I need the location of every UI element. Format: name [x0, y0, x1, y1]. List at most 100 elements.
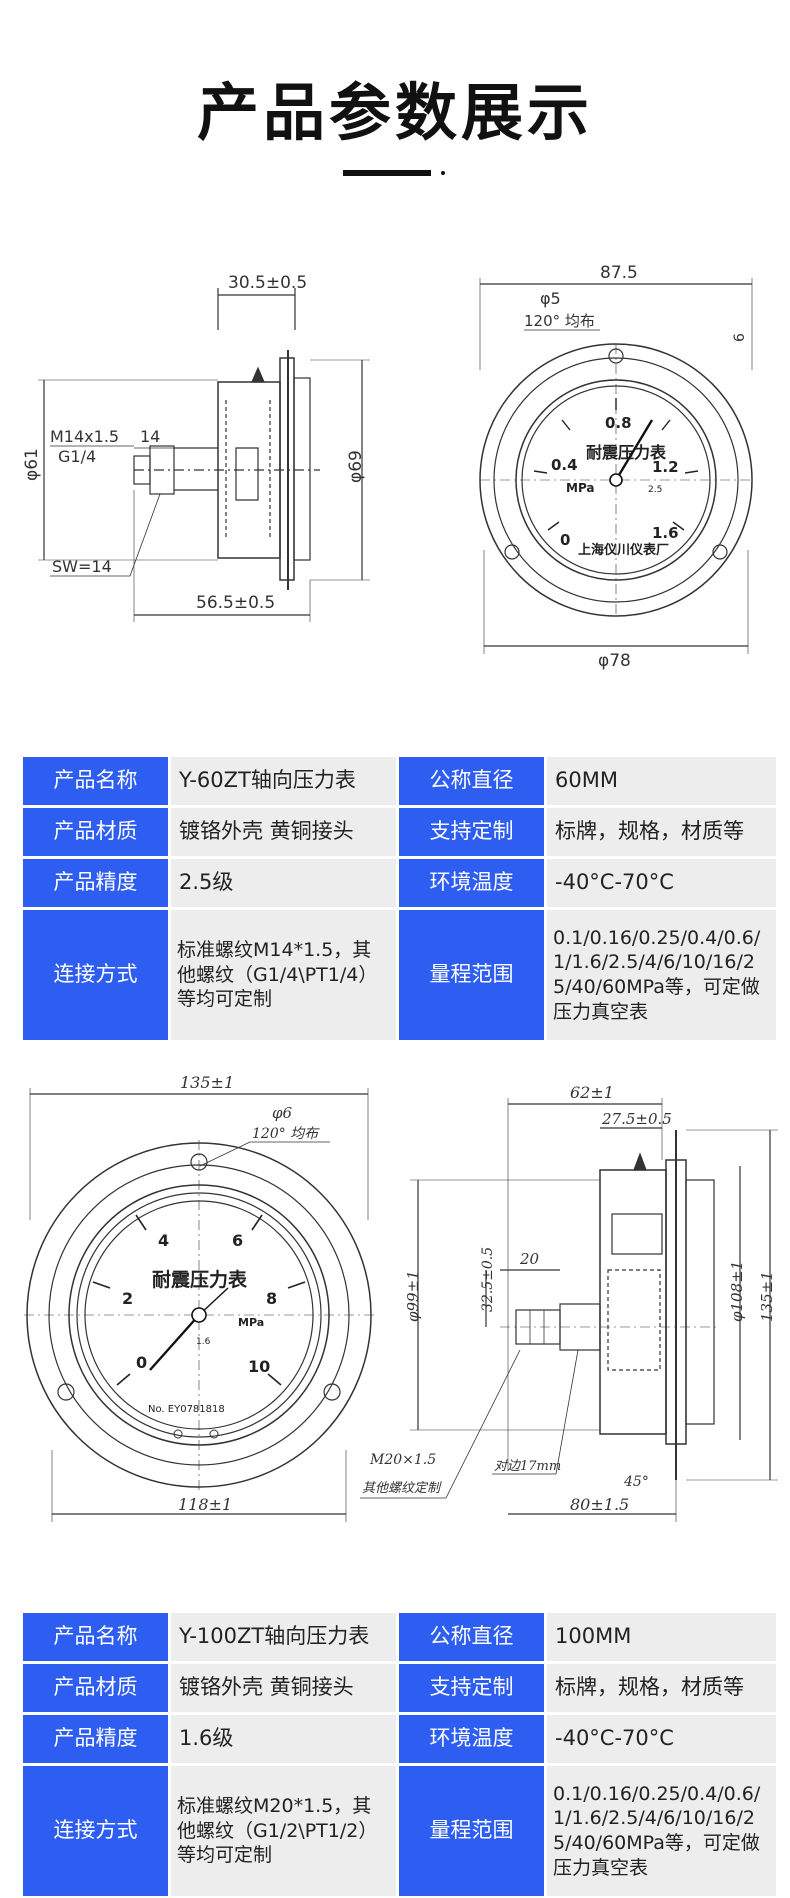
dim-depth: 27.5±0.5: [601, 1110, 672, 1128]
dim-offset: 6: [732, 333, 748, 342]
key-cell: 量程范围: [399, 1766, 544, 1896]
table-row: 连接方式 标准螺纹M14*1.5，其他螺纹（G1/4\PT1/4）等均可定制 量…: [23, 910, 776, 1040]
drawing-y100: 135±1 φ6 120° 均布 0 2 4 6 8 10 耐震压力表 MPa …: [0, 1070, 790, 1550]
value-cell: 标牌，规格，材质等: [547, 808, 776, 856]
table-row: 产品精度 1.6级 环境温度 -40°C-70°C: [23, 1715, 776, 1763]
value-cell: 0.1/0.16/0.25/0.4/0.6/1/1.6/2.5/4/6/10/1…: [547, 910, 776, 1040]
key-cell: 环境温度: [399, 859, 544, 907]
dial-title: 耐震压力表: [586, 443, 667, 462]
dim-top: 135±1: [180, 1073, 234, 1092]
dim-right-dia: φ69: [346, 450, 366, 483]
table-row: 产品名称 Y-60ZT轴向压力表 公称直径 60MM: [23, 757, 776, 805]
dim-inner-dia: φ108±1: [728, 1261, 746, 1322]
value-cell: 镀铬外壳 黄铜接头: [171, 808, 396, 856]
dim-wrench: SW=14: [52, 557, 112, 576]
dim-top: 62±1: [570, 1083, 614, 1102]
key-cell: 支持定制: [399, 1664, 544, 1712]
dim-center: 32.5±0.5: [480, 1247, 496, 1312]
spec-table-y60: 产品名称 Y-60ZT轴向压力表 公称直径 60MM 产品材质 镀铬外壳 黄铜接…: [20, 754, 779, 1043]
dim-thread-alt: 其他螺纹定制: [362, 1480, 442, 1496]
key-cell: 产品名称: [23, 1613, 168, 1661]
scale-3: 1.2: [652, 458, 679, 476]
technical-drawing-y100: 135±1 φ6 120° 均布 0 2 4 6 8 10 耐震压力表 MPa …: [24, 1073, 778, 1522]
dim-angle: 45°: [623, 1474, 649, 1490]
dial-unit: MPa: [566, 481, 595, 495]
key-cell: 支持定制: [399, 808, 544, 856]
scale-4: 1.6: [652, 524, 679, 542]
dim-thread: M20×1.5: [369, 1452, 436, 1468]
key-cell: 公称直径: [399, 1613, 544, 1661]
accuracy-mark: 1.6: [196, 1337, 211, 1347]
dim-bottom: 118±1: [178, 1495, 232, 1514]
front-view-y60: 87.5 φ5 120° 均布 6 0 0.4 0.8 1.2 1.6 耐震压力…: [479, 263, 753, 671]
holes-note: 120° 均布: [524, 312, 595, 330]
dim-left-dia: φ99±1: [404, 1270, 422, 1322]
title-underline: [343, 170, 431, 176]
dim-width: 87.5: [600, 263, 638, 283]
scale-0: 0: [560, 531, 570, 549]
scale-6: 6: [232, 1231, 243, 1250]
scale-2: 2: [122, 1289, 133, 1308]
value-cell: Y-60ZT轴向压力表: [171, 757, 396, 805]
value-cell: Y-100ZT轴向压力表: [171, 1613, 396, 1661]
dim-left-dia: φ61: [22, 448, 42, 481]
key-cell: 公称直径: [399, 757, 544, 805]
title-dot: [441, 171, 445, 175]
dial-maker: 上海仪川仪表厂: [578, 542, 669, 558]
value-cell: 标准螺纹M14*1.5，其他螺纹（G1/4\PT1/4）等均可定制: [171, 910, 396, 1040]
value-cell: 镀铬外壳 黄铜接头: [171, 1664, 396, 1712]
dial-title: 耐震压力表: [152, 1268, 248, 1291]
dim-hole: φ5: [540, 289, 561, 308]
key-cell: 产品材质: [23, 1664, 168, 1712]
table-row: 产品材质 镀铬外壳 黄铜接头 支持定制 标牌，规格，材质等: [23, 1664, 776, 1712]
scale-0: 0: [136, 1353, 147, 1372]
table-row: 产品材质 镀铬外壳 黄铜接头 支持定制 标牌，规格，材质等: [23, 808, 776, 856]
page-title: 产品参数展示: [196, 76, 593, 149]
holes-note: 120° 均布: [252, 1126, 320, 1142]
key-cell: 产品材质: [23, 808, 168, 856]
key-cell: 连接方式: [23, 1766, 168, 1896]
accuracy-mark: 2.5: [648, 485, 662, 495]
dim-thread: M14x1.5: [50, 427, 119, 446]
scale-4: 4: [158, 1231, 169, 1250]
scale-8: 8: [266, 1289, 277, 1308]
dim-bottom: 80±1.5: [570, 1495, 629, 1514]
key-cell: 环境温度: [399, 1715, 544, 1763]
dim-stem: 20: [519, 1250, 540, 1268]
value-cell: -40°C-70°C: [547, 859, 776, 907]
dim-bottom-dia: φ78: [598, 651, 631, 671]
table-row: 连接方式 标准螺纹M20*1.5，其他螺纹（G1/2\PT1/2）等均可定制 量…: [23, 1766, 776, 1896]
key-cell: 产品精度: [23, 1715, 168, 1763]
dim-outer-dia: 135±1: [758, 1271, 776, 1322]
value-cell: -40°C-70°C: [547, 1715, 776, 1763]
side-view-y100: 62±1 27.5±0.5 φ99±1 32.5±0.5 20 φ108±1 1…: [360, 1083, 778, 1522]
technical-drawing-y60: 30.5±0.5 φ61 φ69 M14x1.5 G1/4 14 SW=14: [22, 263, 753, 671]
scale-10: 10: [248, 1357, 270, 1376]
dim-bottom: 56.5±0.5: [196, 593, 275, 613]
front-view-y100: 135±1 φ6 120° 均布 0 2 4 6 8 10 耐震压力表 MPa …: [24, 1073, 374, 1522]
spec-table-y100: 产品名称 Y-100ZT轴向压力表 公称直径 100MM 产品材质 镀铬外壳 黄…: [20, 1610, 779, 1898]
side-view-y60: 30.5±0.5 φ61 φ69 M14x1.5 G1/4 14 SW=14: [22, 273, 370, 622]
value-cell: 1.6级: [171, 1715, 396, 1763]
table-row: 产品名称 Y-100ZT轴向压力表 公称直径 100MM: [23, 1613, 776, 1661]
value-cell: 标准螺纹M20*1.5，其他螺纹（G1/2\PT1/2）等均可定制: [171, 1766, 396, 1896]
dim-thread-alt: G1/4: [58, 447, 96, 466]
key-cell: 产品名称: [23, 757, 168, 805]
value-cell: 60MM: [547, 757, 776, 805]
drawing-y60: 30.5±0.5 φ61 φ69 M14x1.5 G1/4 14 SW=14: [0, 250, 790, 680]
scale-1: 0.4: [551, 456, 578, 474]
dial-serial: No. EY0781818: [148, 1404, 225, 1415]
scale-2: 0.8: [605, 414, 632, 432]
value-cell: 0.1/0.16/0.25/0.4/0.6/1/1.6/2.5/4/6/10/1…: [547, 1766, 776, 1896]
key-cell: 连接方式: [23, 910, 168, 1040]
value-cell: 100MM: [547, 1613, 776, 1661]
dial-unit: MPa: [238, 1316, 264, 1329]
value-cell: 2.5级: [171, 859, 396, 907]
key-cell: 产品精度: [23, 859, 168, 907]
dim-hole: φ6: [272, 1104, 293, 1122]
dim-thread-len: 14: [140, 427, 160, 446]
table-row: 产品精度 2.5级 环境温度 -40°C-70°C: [23, 859, 776, 907]
key-cell: 量程范围: [399, 910, 544, 1040]
dim-top: 30.5±0.5: [228, 273, 307, 293]
value-cell: 标牌，规格，材质等: [547, 1664, 776, 1712]
